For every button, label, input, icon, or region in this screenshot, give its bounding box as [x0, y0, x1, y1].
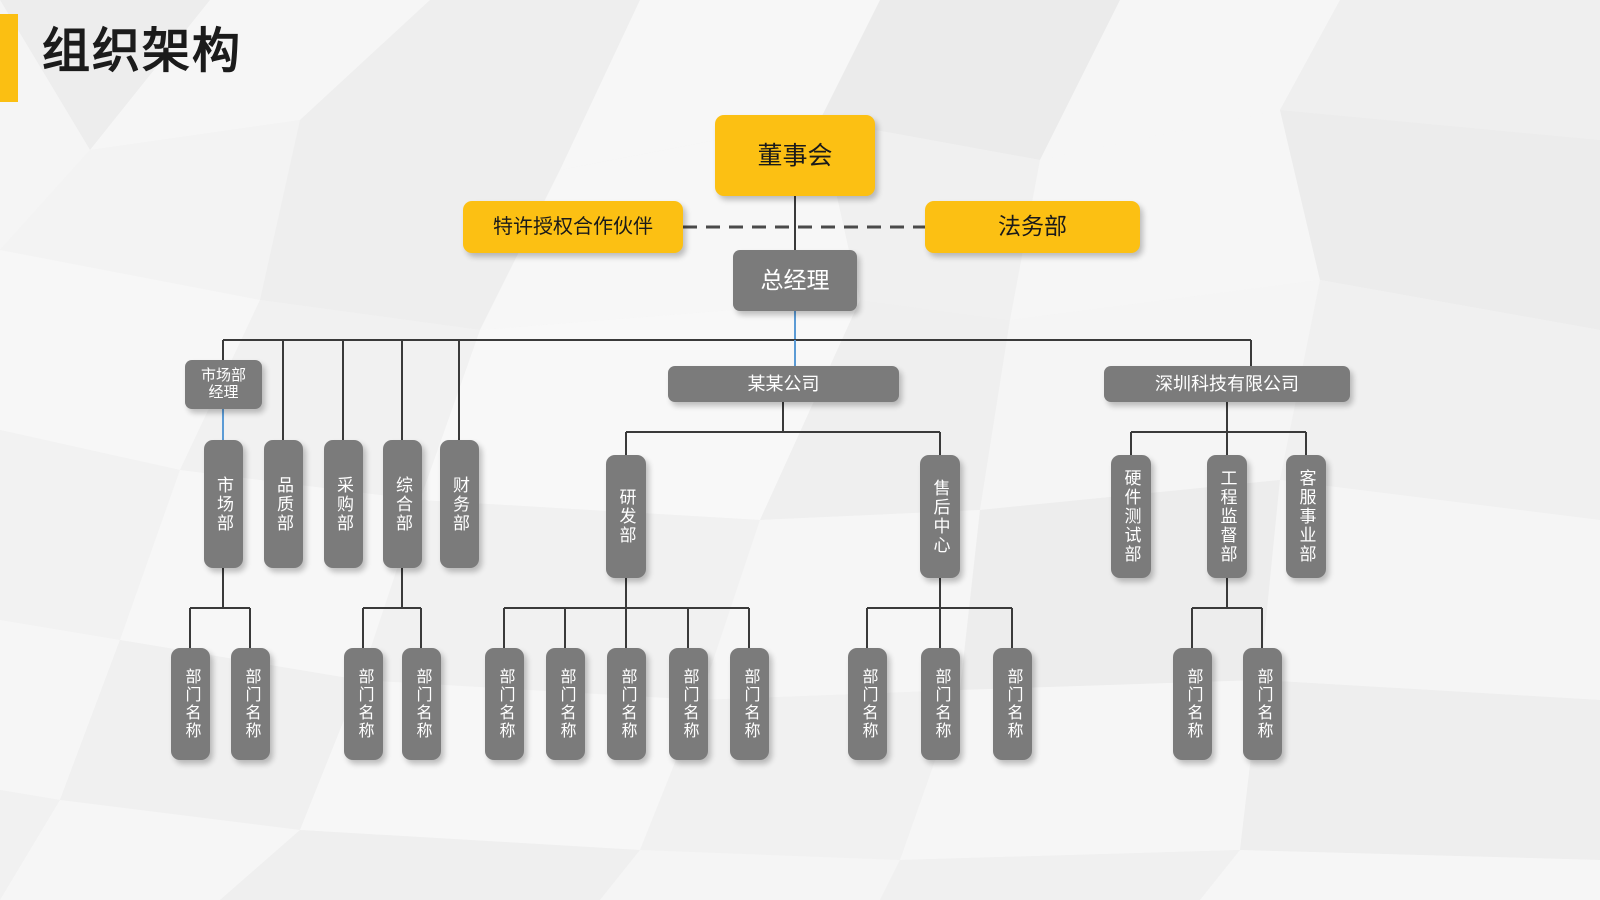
node-label: 采购部	[334, 475, 354, 533]
node-label: 综合部	[393, 475, 413, 533]
node-dept-engineering-supervision[interactable]: 工程监督部	[1207, 455, 1247, 578]
leaf-marketing-1[interactable]: 部门名称	[171, 648, 210, 760]
node-label: 部门名称	[618, 668, 636, 740]
leaf-aftersales-2[interactable]: 部门名称	[921, 648, 960, 760]
node-label: 硬件测试部	[1121, 469, 1141, 564]
node-label: 部门名称	[182, 668, 200, 740]
node-general-manager[interactable]: 总经理	[733, 250, 857, 311]
node-label: 总经理	[760, 266, 830, 293]
leaf-engineering-1[interactable]: 部门名称	[1173, 648, 1212, 760]
title-accent-bar	[0, 14, 18, 102]
node-dept-finance[interactable]: 财务部	[440, 440, 479, 568]
node-franchise-partner[interactable]: 特许授权合作伙伴	[463, 201, 683, 253]
leaf-rnd-4[interactable]: 部门名称	[669, 648, 708, 760]
node-label: 部门名称	[557, 668, 575, 740]
node-dept-aftersales-center[interactable]: 售后中心	[920, 455, 960, 578]
leaf-rnd-2[interactable]: 部门名称	[546, 648, 585, 760]
node-label: 售后中心	[930, 478, 950, 555]
node-label: 部门名称	[1184, 668, 1202, 740]
node-label: 部门名称	[1254, 668, 1272, 740]
leaf-general-affairs-2[interactable]: 部门名称	[402, 648, 441, 760]
node-board-of-directors[interactable]: 董事会	[715, 115, 875, 196]
node-label: 品质部	[274, 475, 294, 533]
node-dept-rnd[interactable]: 研发部	[606, 455, 646, 578]
node-label: 法务部	[998, 213, 1067, 240]
node-label: 研发部	[616, 488, 636, 545]
node-label: 深圳科技有限公司	[1155, 373, 1299, 394]
node-label: 特许授权合作伙伴	[493, 215, 653, 238]
node-dept-quality[interactable]: 品质部	[264, 440, 303, 568]
leaf-aftersales-1[interactable]: 部门名称	[848, 648, 887, 760]
node-label: 工程监督部	[1217, 469, 1237, 564]
node-company-mid[interactable]: 某某公司	[668, 366, 899, 402]
node-label: 部门名称	[496, 668, 514, 740]
node-label: 部门名称	[355, 668, 373, 740]
node-marketing-manager[interactable]: 市场部 经理	[185, 360, 262, 409]
node-label: 部门名称	[242, 668, 260, 740]
node-label: 客服事业部	[1296, 469, 1316, 564]
leaf-marketing-2[interactable]: 部门名称	[231, 648, 270, 760]
page-title: 组织架构	[42, 25, 243, 78]
node-dept-general-affairs[interactable]: 综合部	[383, 440, 422, 568]
node-label: 某某公司	[747, 373, 820, 394]
leaf-rnd-5[interactable]: 部门名称	[730, 648, 769, 760]
leaf-general-affairs-1[interactable]: 部门名称	[344, 648, 383, 760]
leaf-engineering-2[interactable]: 部门名称	[1243, 648, 1282, 760]
node-label: 部门名称	[680, 668, 698, 740]
node-dept-hardware-test[interactable]: 硬件测试部	[1111, 455, 1151, 578]
node-legal-department[interactable]: 法务部	[925, 201, 1140, 253]
node-label: 部门名称	[741, 668, 759, 740]
node-label: 市场部 经理	[200, 366, 246, 401]
leaf-aftersales-3[interactable]: 部门名称	[993, 648, 1032, 760]
node-label: 部门名称	[859, 668, 877, 740]
leaf-rnd-1[interactable]: 部门名称	[485, 648, 524, 760]
node-label: 财务部	[450, 475, 470, 533]
node-label: 部门名称	[413, 668, 431, 740]
node-label: 部门名称	[932, 668, 950, 740]
node-company-shenzhen[interactable]: 深圳科技有限公司	[1104, 366, 1350, 402]
node-dept-customer-service[interactable]: 客服事业部	[1286, 455, 1326, 578]
node-label: 市场部	[214, 475, 234, 533]
node-dept-marketing[interactable]: 市场部	[204, 440, 243, 568]
leaf-rnd-3[interactable]: 部门名称	[607, 648, 646, 760]
node-label: 董事会	[757, 141, 833, 170]
node-dept-purchasing[interactable]: 采购部	[324, 440, 363, 568]
node-label: 部门名称	[1004, 668, 1022, 740]
